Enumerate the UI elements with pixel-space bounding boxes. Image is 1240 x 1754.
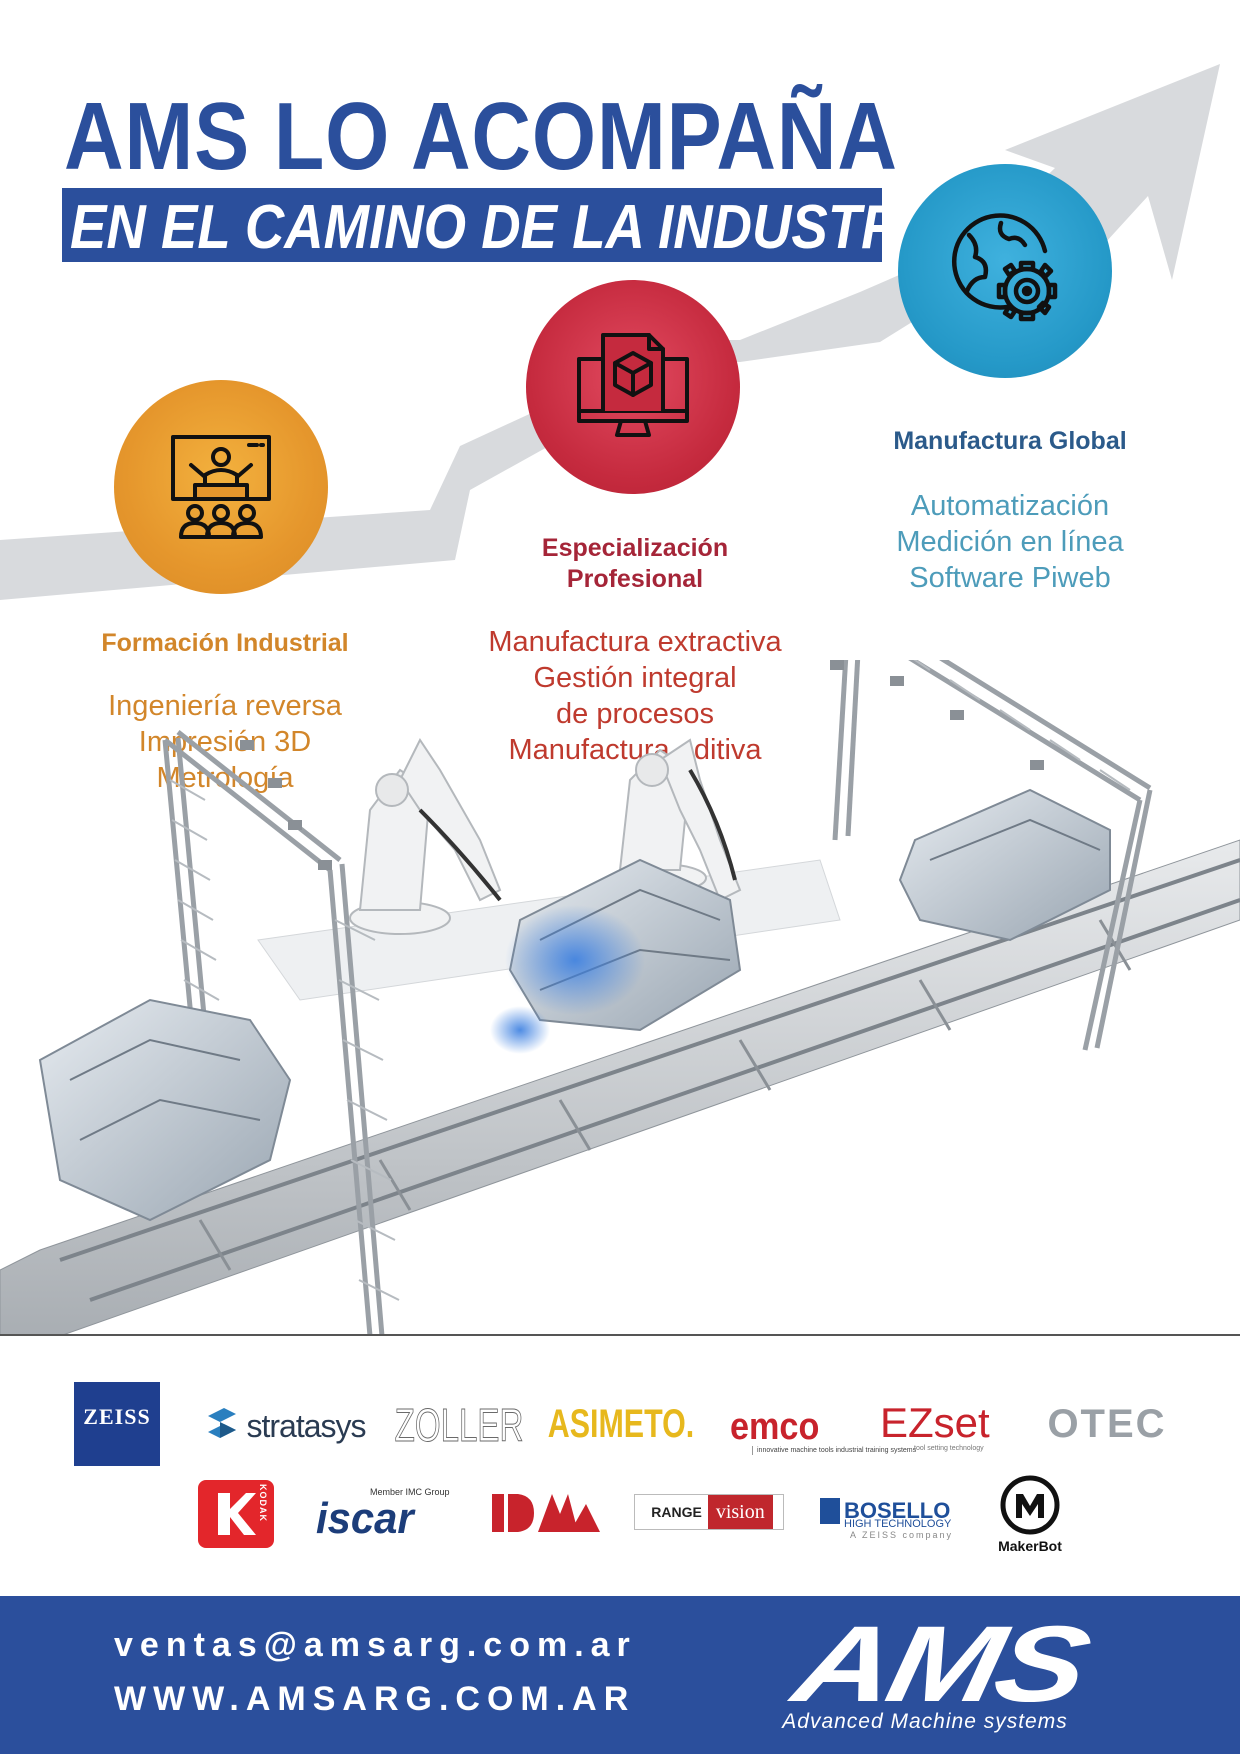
bosello-wordmark: BOSELLO bbox=[844, 1498, 951, 1523]
bosello-logo: BOSELLO HIGH TECHNOLOGY A ZEISS company bbox=[820, 1494, 970, 1544]
zeiss-logo: ZEISS bbox=[74, 1382, 160, 1466]
bosello-square-icon bbox=[820, 1498, 840, 1524]
makerbot-wordmark: MakerBot bbox=[998, 1538, 1062, 1554]
heading-line: Profesional bbox=[566, 565, 704, 593]
ams-logo: AMS Advanced Machine systems bbox=[770, 1603, 1110, 1744]
emco-tagline: innovative machine tools industrial trai… bbox=[752, 1445, 916, 1455]
list-item: Software Piweb bbox=[909, 562, 1111, 594]
stratasys-wordmark: stratasys bbox=[246, 1407, 366, 1444]
manufactura-list: Automatización Medición en línea Softwar… bbox=[850, 488, 1170, 596]
ezset-tagline: tool setting technology bbox=[914, 1444, 984, 1452]
footer-band bbox=[0, 1596, 1240, 1754]
asimeto-logo: ASIMETO. bbox=[547, 1401, 695, 1446]
makerbot-m-icon bbox=[1000, 1475, 1060, 1535]
list-item: Manufactura aditiva bbox=[508, 734, 762, 766]
rangevision-vision: vision bbox=[707, 1495, 773, 1529]
ezset-logo: EZset tool setting technology bbox=[880, 1398, 1010, 1454]
list-item: Automatización bbox=[910, 490, 1110, 522]
factory-illustration bbox=[0, 660, 1240, 1336]
kodak-logo: KODAK bbox=[198, 1480, 274, 1548]
kodak-k-icon bbox=[218, 1493, 256, 1535]
heading-line: Especialización bbox=[541, 534, 729, 562]
growth-arrow bbox=[0, 64, 1220, 600]
contact-email[interactable]: ventas@amsarg.com.ar bbox=[114, 1626, 637, 1664]
formacion-circle bbox=[114, 380, 328, 594]
especializacion-circle bbox=[526, 280, 740, 494]
especializacion-list: Manufactura extractiva Gestión integral … bbox=[440, 624, 830, 768]
ams-wordmark: AMS bbox=[784, 1603, 1096, 1724]
stratasys-logo: stratasys bbox=[198, 1400, 374, 1452]
list-item: Manufactura extractiva bbox=[488, 626, 782, 658]
list-item: Gestión integral bbox=[533, 662, 737, 694]
manufactura-heading: Manufactura Global bbox=[893, 427, 1127, 455]
presentation-classroom-icon bbox=[171, 435, 271, 539]
manufactura-circle bbox=[898, 164, 1112, 378]
iscar-wordmark: iscar bbox=[316, 1494, 414, 1543]
formacion-heading: Formación Industrial bbox=[101, 629, 349, 657]
rangevision-logo: RANGE vision bbox=[634, 1494, 784, 1530]
kodak-wordmark: KODAK bbox=[258, 1484, 268, 1522]
page-subtitle: EN EL CAMINO DE LA INDUSTRIA 4.0 bbox=[70, 193, 1045, 262]
dm-logo bbox=[490, 1490, 602, 1536]
bosello-subtitle: HIGH TECHNOLOGY bbox=[844, 1518, 952, 1530]
bosello-main: BOSELLO bbox=[820, 1498, 950, 1524]
makerbot-logo: MakerBot bbox=[990, 1472, 1070, 1556]
ams-tagline: Advanced Machine systems bbox=[782, 1710, 1068, 1733]
rangevision-range: RANGE bbox=[645, 1495, 708, 1529]
subtitle-band bbox=[62, 188, 882, 262]
contact-website[interactable]: WWW.AMSARG.COM.AR bbox=[114, 1680, 636, 1718]
ezset-wordmark: EZset bbox=[880, 1398, 990, 1446]
emco-wordmark: emco bbox=[730, 1405, 820, 1448]
iscar-logo: Member IMC Group iscar bbox=[316, 1484, 456, 1544]
especializacion-heading: Especialización Profesional bbox=[480, 533, 790, 595]
iscar-tagline: Member IMC Group bbox=[370, 1487, 450, 1497]
otec-logo: OTEC bbox=[1047, 1401, 1167, 1446]
emco-logo: emco innovative machine tools industrial… bbox=[730, 1398, 916, 1464]
dm-mark-icon bbox=[492, 1494, 600, 1532]
list-item: Ingeniería reversa bbox=[108, 690, 342, 722]
divider-line bbox=[0, 1334, 1240, 1336]
monitor-3d-cube-icon bbox=[577, 333, 689, 437]
list-item: de procesos bbox=[556, 698, 714, 730]
stratasys-mark-icon bbox=[208, 1408, 237, 1438]
list-item: Medición en línea bbox=[896, 526, 1124, 558]
zoller-logo: ZOLLER bbox=[394, 1399, 524, 1452]
globe-gear-icon bbox=[951, 213, 1058, 322]
bosello-tagline: A ZEISS company bbox=[850, 1530, 954, 1540]
page-title: AMS LO ACOMPAÑA bbox=[64, 83, 898, 190]
